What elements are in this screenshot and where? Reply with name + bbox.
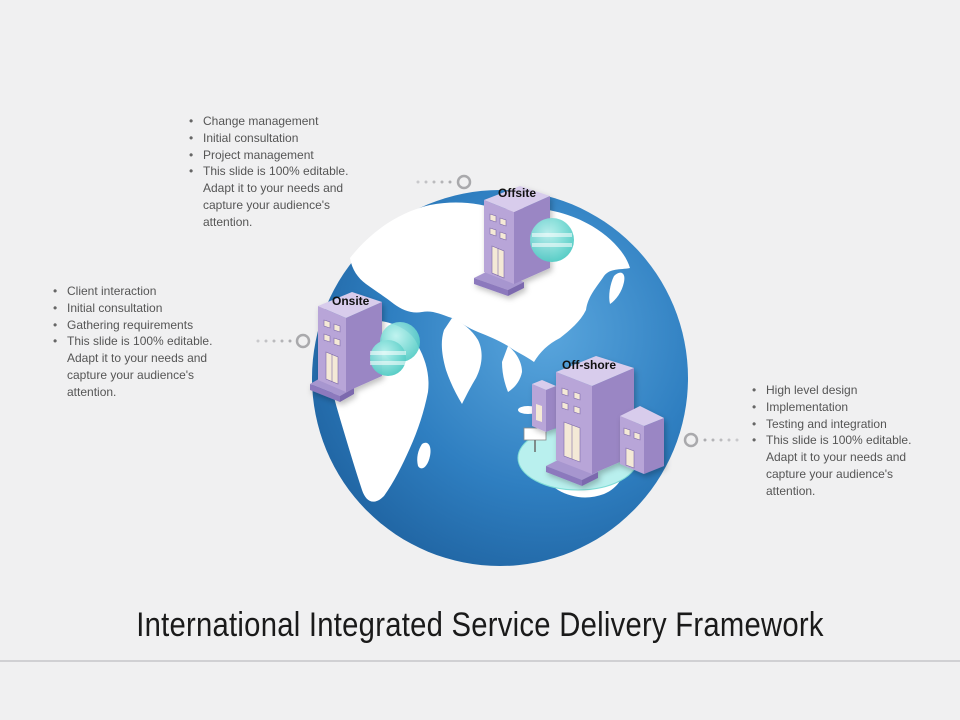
- list-item: High level design: [752, 382, 912, 399]
- list-item: Change management: [189, 113, 349, 130]
- onsite-building: [310, 292, 382, 402]
- offshore-building-small-left: [532, 380, 556, 432]
- list-item: Client interaction: [53, 283, 213, 300]
- onsite-teal-sphere: [370, 322, 420, 376]
- offsite-teal-sphere: [530, 218, 574, 262]
- list-item: Testing and integration: [752, 416, 912, 433]
- list-item: Gathering requirements: [53, 317, 213, 334]
- list-item: Project management: [189, 147, 349, 164]
- offsite-label: Offsite: [498, 186, 536, 200]
- footer-divider: [0, 660, 960, 662]
- list-item: Initial consultation: [53, 300, 213, 317]
- onsite-label: Onsite: [332, 294, 370, 308]
- list-item: This slide is 100% editable. Adapt it to…: [189, 163, 349, 230]
- connector-onsite: [256, 333, 311, 349]
- offshore-building-right: [620, 406, 664, 474]
- connector-offshore: [683, 432, 739, 448]
- list-item: This slide is 100% editable. Adapt it to…: [752, 432, 912, 499]
- offsite-bullet-list: Change management Initial consultation P…: [189, 113, 349, 231]
- connector-offsite: [416, 174, 472, 190]
- list-item: Initial consultation: [189, 130, 349, 147]
- offshore-sign: [523, 427, 547, 452]
- onsite-bullet-list: Client interaction Initial consultation …: [53, 283, 213, 401]
- list-item: Implementation: [752, 399, 912, 416]
- slide-title: International Integrated Service Deliver…: [136, 606, 824, 644]
- offshore-bullet-list: High level design Implementation Testing…: [752, 382, 912, 500]
- list-item: This slide is 100% editable. Adapt it to…: [53, 333, 213, 400]
- offshore-building-main: [546, 356, 634, 486]
- offshore-label: Off-shore: [562, 358, 616, 372]
